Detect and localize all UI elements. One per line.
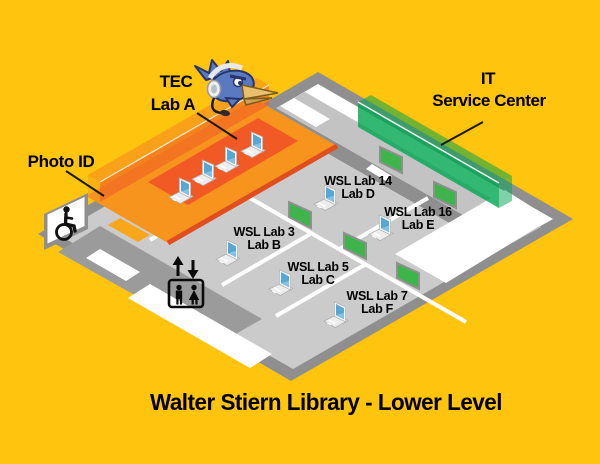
photo-id-leader-line [65,170,105,197]
divider-c-f [274,262,368,318]
wall-door-gap [366,164,392,181]
it-center-label-2: Service Center [432,91,546,110]
lab-b-label-1: WSL Lab 3 [234,225,295,239]
lab-e-label-2: Lab E [402,218,435,232]
lab-e-label-1: WSL Lab 16 [384,205,452,219]
lab-c-label-2: Lab C [301,273,334,287]
it-center-label-1: IT [481,69,496,88]
elevator-icon [167,256,205,309]
divider-b-c [220,231,314,287]
photo-id-label: Photo ID [28,152,95,171]
tec-lab-label-1: TEC [160,72,193,91]
lab-b-label-2: Lab B [247,238,280,252]
lab-f-label-1: WSL Lab 7 [347,289,408,303]
it-leader-line [440,121,484,146]
lab-d-label-1: WSL Lab 14 [324,174,392,188]
wheelchair-icon [44,193,88,250]
hall-opening [86,249,140,281]
east-empty-room [395,190,551,283]
walkway-end-gap [280,98,330,127]
tec-lab-label-2: Lab A [151,95,196,114]
page-title: Walter Stiern Library - Lower Level [150,389,502,415]
south-empty-room [128,284,272,368]
divider-row [235,188,467,324]
walkway [276,92,541,243]
it-service-center-box [357,95,512,208]
lab-d-label-2: Lab D [341,187,374,201]
lab-f-label-2: Lab F [361,302,393,316]
lab-c-label-1: WSL Lab 5 [288,260,349,274]
tec-leader-line [196,112,238,140]
roadrunner-mascot-logo [194,59,279,117]
